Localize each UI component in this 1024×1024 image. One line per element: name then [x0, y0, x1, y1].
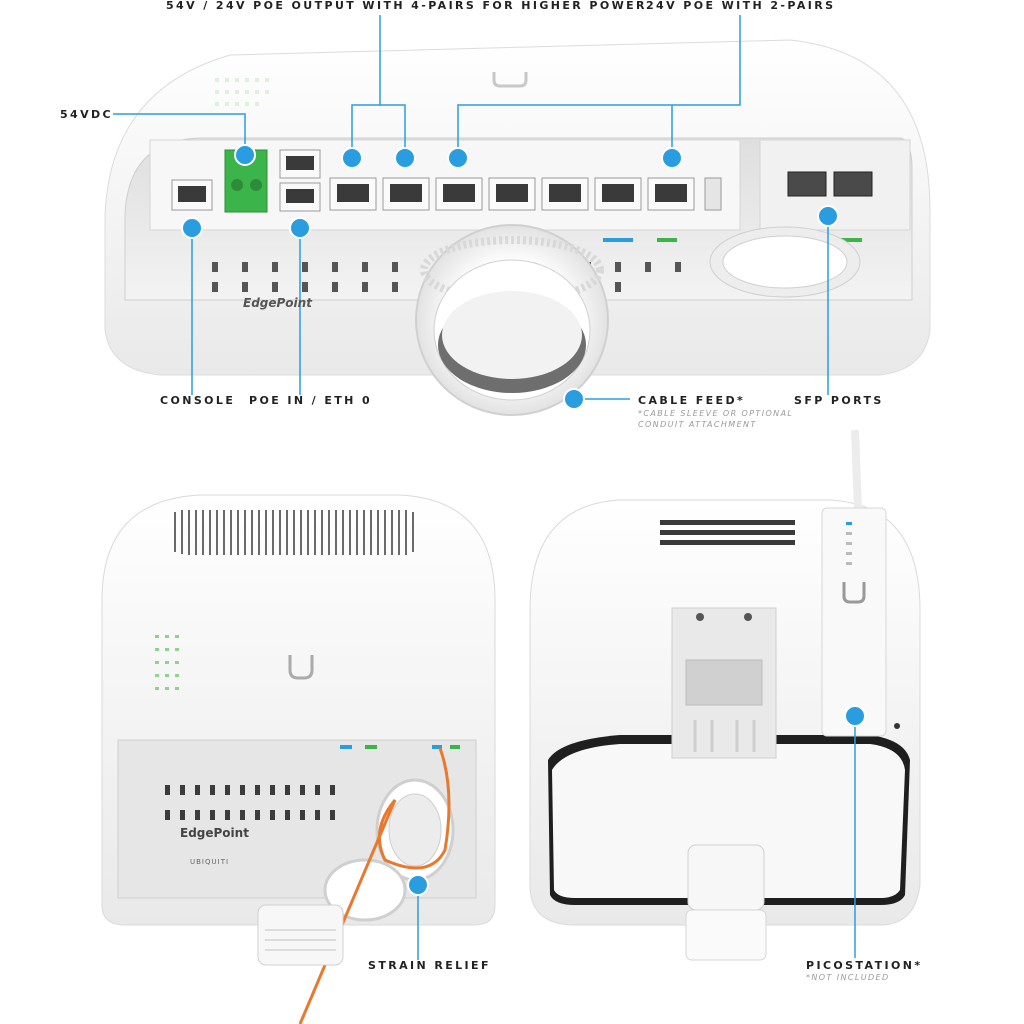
label-54vdc: 54VDC [60, 108, 114, 121]
top-vent-dots [215, 78, 269, 106]
label-poe-2pair: 24V POE WITH 2-PAIRS [646, 0, 836, 12]
label-cable-feed: CABLE FEED* [638, 394, 746, 407]
callout-markers [181, 144, 866, 896]
label-picostation: PICOSTATION* [806, 959, 923, 972]
logo-icon [492, 72, 528, 88]
marker-picostation [844, 705, 866, 727]
label-poe-4pair: 54V / 24V POE OUTPUT WITH 4-PAIRS FOR HI… [166, 0, 647, 12]
vent-grille [174, 510, 414, 555]
label-strain-relief: STRAIN RELIEF [368, 959, 491, 972]
note-cable-feed-1: *CABLE SLEEVE OR OPTIONAL [638, 409, 794, 418]
bottom-left-device [101, 494, 496, 1024]
logo-icon [288, 655, 314, 680]
label-sfp: SFP PORTS [794, 394, 884, 407]
note-cable-feed-2: CONDUIT ATTACHMENT [638, 420, 757, 429]
picostation-unit [821, 429, 900, 737]
marker-sfp [817, 205, 839, 227]
marker-poe4-b [394, 147, 416, 169]
led-indicators [155, 635, 179, 690]
orange-cable [298, 747, 451, 1024]
top-device [104, 39, 931, 416]
callout-lines [113, 15, 856, 960]
product-name-bottom: EdgePoint [180, 826, 249, 840]
product-name-top: EdgePoint [243, 296, 312, 310]
marker-console [181, 217, 203, 239]
marker-poe2-a [447, 147, 469, 169]
label-poe-in: POE IN / ETH 0 [249, 394, 373, 407]
vendor-name: UBIQUITI [190, 858, 230, 866]
marker-poe2-b [661, 147, 683, 169]
marker-poe-in [289, 217, 311, 239]
marker-poe4-a [341, 147, 363, 169]
marker-cable-feed [563, 388, 585, 410]
top-slots [660, 520, 795, 545]
cable-feed-ring [415, 224, 609, 416]
bottom-right-device [529, 429, 921, 961]
marker-strain-relief [407, 874, 429, 896]
sfp-cages [787, 171, 873, 197]
note-picostation: *NOT INCLUDED [806, 973, 890, 982]
marker-54vdc [234, 144, 256, 166]
pole-bracket [671, 607, 777, 759]
label-console: CONSOLE [160, 394, 236, 407]
